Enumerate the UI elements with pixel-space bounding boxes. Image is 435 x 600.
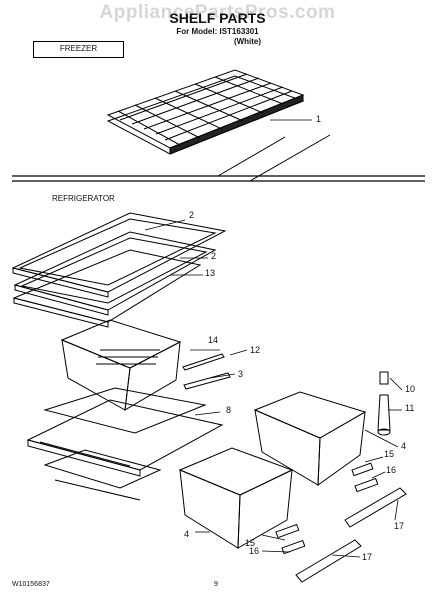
control-shaft — [377, 394, 391, 436]
right-crisper-drawer — [253, 391, 367, 487]
left-crisper-drawer — [178, 447, 294, 549]
bottom-rail-assembly — [43, 449, 162, 501]
freezer-wire-shelf — [106, 69, 305, 155]
callout-10: 10 — [405, 384, 416, 394]
shelf-frame — [12, 249, 202, 328]
watermark-text: AppliancePartsPros.com — [99, 2, 336, 23]
drawer-cover-strip — [182, 353, 231, 390]
crisper-glass-panel — [43, 387, 207, 434]
glass-shelf-upper — [11, 212, 227, 298]
callout-13: 13 — [205, 268, 216, 278]
callout-16a: 16 — [386, 465, 397, 475]
callout-11: 11 — [405, 403, 415, 413]
left-support-rod — [295, 539, 362, 583]
freezer-section-box: FREEZER — [33, 41, 124, 58]
model-line: For Model: IST163301 — [176, 27, 259, 36]
document-number: W10156837 — [12, 581, 50, 588]
callout-1: 1 — [316, 114, 322, 124]
page-title: SHELF PARTS — [169, 10, 266, 26]
color-line: (White) — [233, 37, 262, 46]
callout-12: 12 — [250, 345, 261, 355]
callout-15a: 15 — [384, 449, 395, 459]
callout-15b: 15 — [245, 538, 256, 548]
page-number: 9 — [214, 581, 218, 588]
callout-2a: 2 — [189, 210, 195, 220]
callout-4a: 4 — [401, 441, 407, 451]
refrigerator-section-label: REFRIGERATOR — [52, 194, 115, 203]
callout-2b: 2 — [211, 251, 217, 261]
callout-17a: 17 — [394, 521, 405, 531]
callout-16b: 16 — [249, 546, 260, 556]
control-knob — [379, 371, 389, 385]
crisper-cover-frame — [26, 399, 224, 477]
callout-4b: 4 — [184, 529, 190, 539]
right-drawer-slides — [351, 462, 379, 493]
glass-shelf-lower — [13, 231, 217, 316]
section-divider — [12, 134, 425, 182]
callout-3: 3 — [238, 369, 244, 379]
upper-crisper-drawer — [60, 319, 182, 411]
left-drawer-slides — [275, 523, 306, 555]
right-support-rod — [344, 487, 407, 528]
callout-8: 8 — [226, 405, 232, 415]
callout-14: 14 — [208, 335, 219, 345]
callout-17b: 17 — [362, 552, 373, 562]
callout-leaders — [144, 119, 403, 558]
